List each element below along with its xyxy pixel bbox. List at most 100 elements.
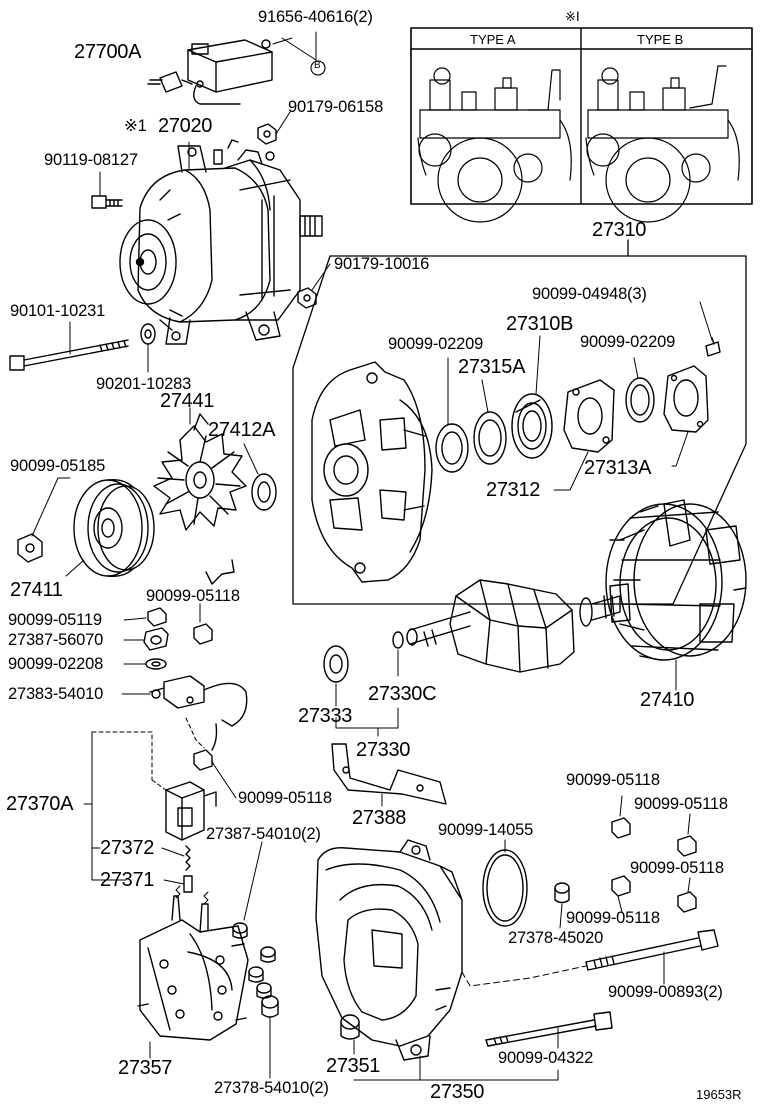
nut-90099-05118-d bbox=[677, 835, 697, 857]
type-b-sketch bbox=[585, 65, 740, 223]
label-90099-05118-e: 90099-05118 bbox=[630, 859, 724, 877]
brush-27371 bbox=[183, 875, 193, 893]
group-27310-outline bbox=[292, 239, 747, 605]
nut-90179-10016 bbox=[297, 287, 317, 309]
type-inset-panel bbox=[410, 27, 753, 223]
label-27383-54010: 27383-54010 bbox=[8, 685, 104, 703]
nut-90099-05119 bbox=[147, 607, 167, 627]
label-27387-54010: 27387-54010(2) bbox=[206, 825, 321, 843]
type-a-sketch bbox=[417, 67, 572, 223]
spring-27372 bbox=[185, 845, 191, 871]
label-27333: 27333 bbox=[298, 705, 353, 727]
bolt-90099-04322 bbox=[485, 1011, 613, 1047]
nut-90099-05118-c bbox=[611, 817, 631, 839]
seal-27333 bbox=[323, 645, 349, 683]
spacer-27315A bbox=[473, 411, 507, 465]
fan-27441 bbox=[153, 413, 247, 585]
rotor-27410 bbox=[406, 579, 621, 673]
washer-90201-10283 bbox=[140, 323, 156, 345]
label-90119-08127: 90119-08127 bbox=[44, 151, 138, 169]
oring-27330C bbox=[392, 631, 404, 649]
label-27388: 27388 bbox=[352, 807, 407, 829]
label-27700A: 27700A bbox=[74, 41, 142, 63]
label-90201-10283: 90201-10283 bbox=[96, 375, 192, 393]
label-27315A: 27315A bbox=[458, 356, 526, 378]
label-90099-04322: 90099-04322 bbox=[498, 1049, 594, 1067]
label-note-1: ※1 bbox=[124, 117, 147, 135]
label-27371: 27371 bbox=[100, 869, 155, 891]
figure-code: 19653R bbox=[696, 1087, 742, 1102]
label-90099-14055: 90099-14055 bbox=[438, 821, 534, 839]
label-90099-02209-a: 90099-02209 bbox=[388, 335, 484, 353]
inset-type-b-label: TYPE B bbox=[637, 32, 684, 47]
bolt-90101-10231 bbox=[9, 339, 129, 371]
oring-90099-14055 bbox=[482, 849, 528, 927]
rectifier-27357 bbox=[137, 885, 249, 1041]
insulator-27387-54010-c bbox=[248, 966, 264, 983]
label-90099-05118-a: 90099-05118 bbox=[146, 587, 240, 605]
seal-90099-02209-a bbox=[435, 423, 469, 473]
label-27411: 27411 bbox=[10, 579, 63, 601]
spacer-27412A bbox=[251, 473, 277, 511]
label-90099-00893: 90099-00893(2) bbox=[608, 983, 723, 1001]
nut-90099-05118-e bbox=[611, 875, 631, 897]
label-27312: 27312 bbox=[486, 479, 541, 501]
label-90099-05118-b: 90099-05118 bbox=[238, 789, 332, 807]
label-27412A: 27412A bbox=[208, 419, 276, 441]
bushing-27351 bbox=[340, 1014, 360, 1040]
label-27378-54010: 27378-54010(2) bbox=[214, 1079, 329, 1097]
label-90099-04948: 90099-04948(3) bbox=[532, 285, 647, 303]
label-27330C: 27330C bbox=[368, 683, 437, 705]
circle-b-marker bbox=[310, 60, 326, 76]
nut-90099-05118-a bbox=[193, 623, 213, 645]
end-frame-27350 bbox=[315, 839, 463, 1061]
label-27350: 27350 bbox=[430, 1081, 485, 1103]
bushing-27378-54010 bbox=[261, 995, 279, 1018]
label-27310B: 27310B bbox=[506, 313, 574, 335]
label-27330: 27330 bbox=[356, 739, 411, 761]
insulator-27387-54010-a bbox=[232, 922, 248, 939]
retainer-plate-27312 bbox=[563, 379, 615, 453]
label-90099-02209-b: 90099-02209 bbox=[580, 333, 676, 351]
regulator-27700A bbox=[147, 39, 273, 105]
label-90099-05118-f: 90099-05118 bbox=[566, 909, 660, 927]
alternator-27020 bbox=[119, 139, 323, 345]
label-90099-05118-d: 90099-05118 bbox=[634, 795, 728, 813]
label-90179-10016: 90179-10016 bbox=[334, 255, 430, 273]
label-27310: 27310 bbox=[592, 219, 647, 241]
label-27370A: 27370A bbox=[6, 793, 74, 815]
brush-holder-27370A bbox=[165, 781, 217, 841]
label-27351: 27351 bbox=[326, 1055, 381, 1077]
label-27441: 27441 bbox=[160, 390, 215, 412]
insulator-27387-54010-b bbox=[260, 946, 276, 963]
bearing-27310B bbox=[511, 393, 553, 459]
label-27020: 27020 bbox=[158, 115, 213, 137]
nut-90099-05185 bbox=[17, 533, 43, 563]
label-b-marker: B bbox=[314, 60, 321, 71]
inset-type-a-label: TYPE A bbox=[470, 32, 516, 47]
stator-27410 bbox=[605, 499, 747, 661]
bolt-90099-00893 bbox=[585, 929, 719, 971]
bushing-27378-45020 bbox=[554, 882, 570, 904]
label-27410: 27410 bbox=[640, 689, 695, 711]
nut-90179-06158 bbox=[257, 123, 277, 145]
label-27357: 27357 bbox=[118, 1057, 173, 1079]
label-90101-10231: 90101-10231 bbox=[10, 302, 106, 320]
nut-90099-05118-f bbox=[677, 891, 697, 913]
drive-end-frame-27310 bbox=[311, 361, 433, 583]
washer-90099-02208 bbox=[145, 658, 167, 670]
label-27378-45020: 27378-45020 bbox=[508, 929, 604, 947]
nut-90099-05118-b bbox=[193, 749, 213, 771]
inset-mark: ※Ⅰ bbox=[565, 9, 580, 24]
label-90099-05119: 90099-05119 bbox=[8, 611, 102, 629]
seal-90099-02209-b bbox=[625, 377, 655, 423]
plate-27313A bbox=[663, 365, 709, 433]
label-90099-02208: 90099-02208 bbox=[8, 655, 104, 673]
label-90179-06158: 90179-06158 bbox=[288, 98, 384, 116]
label-91656-40616: 91656-40616(2) bbox=[258, 8, 373, 26]
pulley-27411 bbox=[73, 478, 155, 578]
plate-27388 bbox=[331, 743, 447, 805]
label-27372: 27372 bbox=[100, 837, 155, 859]
